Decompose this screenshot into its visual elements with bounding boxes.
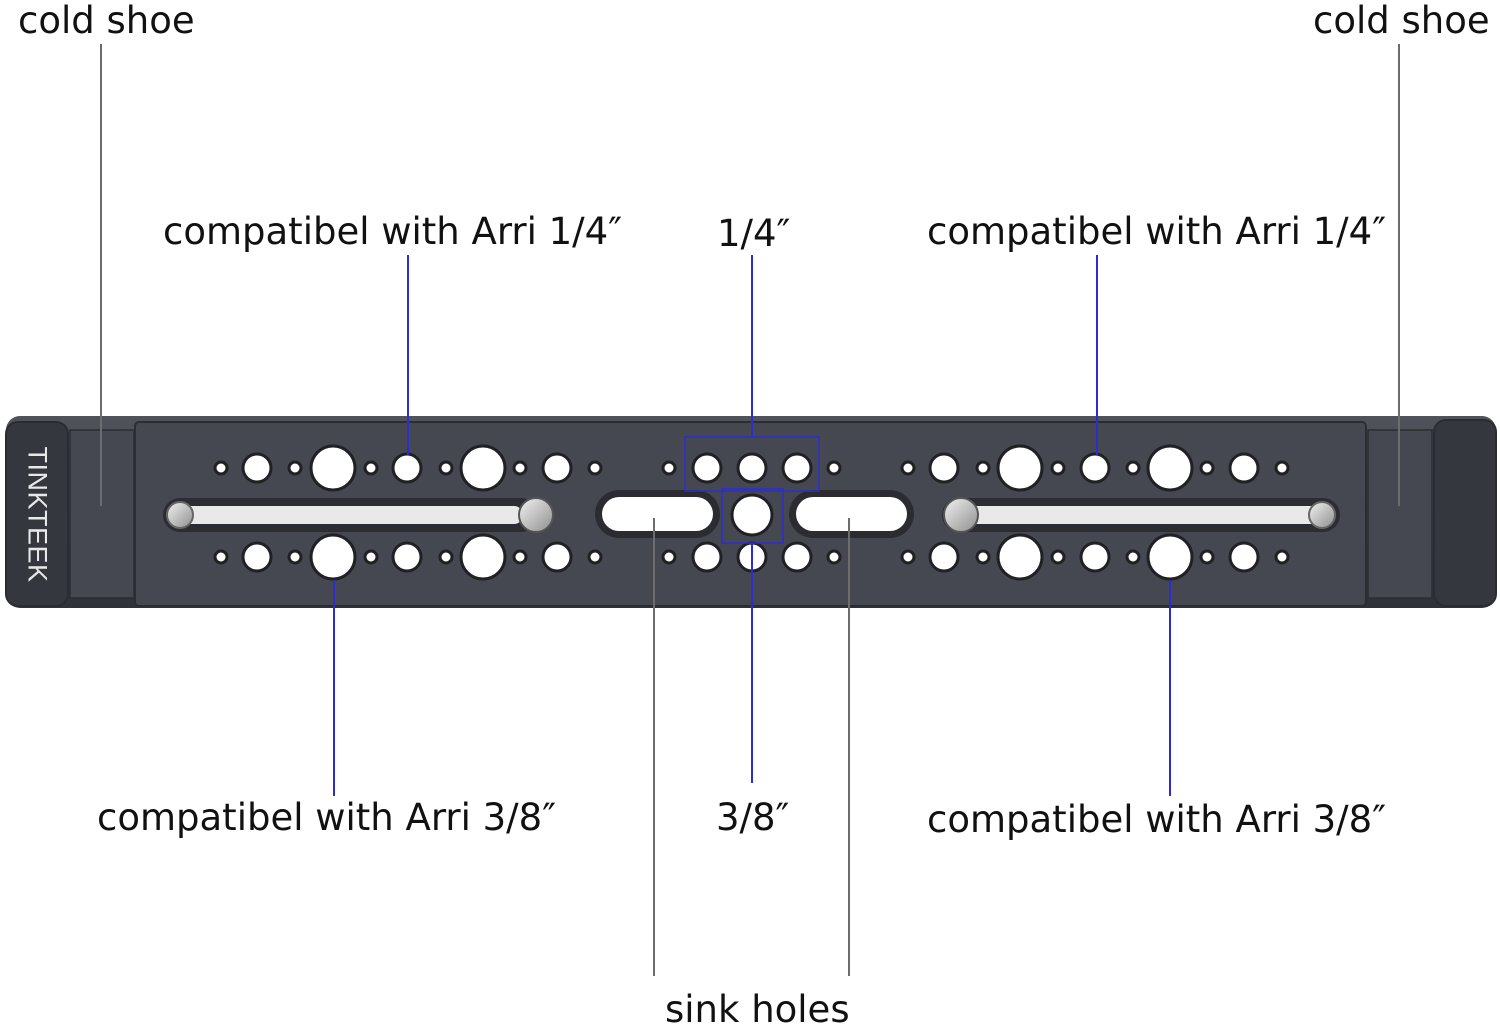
label-sink-holes: sink holes — [665, 988, 850, 1031]
mounting-hole — [928, 541, 960, 573]
mounting-hole — [1146, 533, 1194, 581]
mounting-hole — [1050, 460, 1066, 476]
leader-arri-quarter-right — [1096, 255, 1098, 455]
brand-logo: TINKTEEK — [21, 436, 53, 592]
cold-shoe-left-rail — [69, 429, 135, 599]
mounting-hole — [459, 533, 507, 581]
mounting-hole — [541, 541, 573, 573]
mounting-hole — [241, 452, 273, 484]
mounting-hole — [781, 541, 813, 573]
label-cold-shoe-right: cold shoe — [1313, 0, 1490, 42]
mounting-hole — [587, 460, 603, 476]
mounting-hole — [1079, 541, 1111, 573]
mounting-hole — [1199, 460, 1215, 476]
mounting-hole — [1125, 460, 1141, 476]
mounting-hole — [996, 533, 1044, 581]
mounting-hole — [363, 549, 379, 565]
cold-shoe-right-rail — [1367, 429, 1433, 599]
mounting-hole — [691, 541, 723, 573]
mounting-holes — [213, 444, 1290, 581]
leader-cold-shoe-left — [100, 44, 102, 506]
mounting-hole — [928, 452, 960, 484]
mounting-hole — [691, 452, 723, 484]
mounting-hole — [1079, 452, 1111, 484]
mounting-hole — [587, 549, 603, 565]
mounting-hole — [661, 549, 677, 565]
mounting-hole — [1274, 460, 1290, 476]
label-cold-shoe-left: cold shoe — [18, 0, 195, 42]
mounting-hole — [391, 541, 423, 573]
mounting-hole — [1228, 541, 1260, 573]
mounting-hole — [1146, 444, 1194, 492]
mounting-hole — [309, 533, 357, 581]
mounting-hole — [287, 549, 303, 565]
mounting-hole — [213, 549, 229, 565]
mounting-hole — [391, 452, 423, 484]
mounting-hole — [309, 444, 357, 492]
right-end-cap — [1433, 419, 1497, 607]
leader-sink-hole-right — [848, 518, 850, 976]
leader-arri-three-eighths-right — [1169, 580, 1171, 796]
mounting-hole — [1125, 549, 1141, 565]
mounting-hole — [975, 549, 991, 565]
mounting-hole — [996, 444, 1044, 492]
mounting-hole — [900, 460, 916, 476]
quarter-highlight-box — [684, 436, 820, 492]
leader-quarter-center — [751, 255, 753, 437]
leader-arri-quarter-left — [407, 255, 409, 455]
mounting-hole — [900, 549, 916, 565]
mounting-hole — [363, 460, 379, 476]
mounting-hole — [730, 493, 774, 537]
mounting-hole — [541, 452, 573, 484]
label-arri-three-eighths-left: compatibel with Arri 3/8″ — [97, 796, 557, 839]
brand-text: TINKTEEK — [22, 445, 53, 583]
label-arri-three-eighths-right: compatibel with Arri 3/8″ — [927, 798, 1387, 841]
right-rod-slot — [942, 497, 1340, 533]
mounting-hole — [1050, 549, 1066, 565]
sink-hole-slot-left-inner — [602, 497, 713, 531]
mounting-hole — [1199, 549, 1215, 565]
mounting-hole — [781, 452, 813, 484]
label-arri-quarter-right: compatibel with Arri 1/4″ — [927, 210, 1387, 253]
mounting-hole — [438, 460, 454, 476]
mounting-hole — [826, 549, 842, 565]
mounting-hole — [512, 460, 528, 476]
mounting-hole — [975, 460, 991, 476]
sink-hole-slot-right-inner — [796, 497, 907, 531]
mounting-hole — [241, 541, 273, 573]
leader-cold-shoe-right — [1398, 44, 1400, 506]
label-three-eighths-center: 3/8″ — [716, 796, 790, 839]
leader-sink-hole-left — [653, 518, 655, 976]
mounting-hole — [1228, 452, 1260, 484]
mounting-hole — [459, 444, 507, 492]
mounting-hole — [826, 460, 842, 476]
mounting-hole — [661, 460, 677, 476]
leader-arri-three-eighths-left — [333, 580, 335, 796]
mounting-hole — [287, 460, 303, 476]
left-end-cap — [5, 421, 69, 607]
mounting-hole — [213, 460, 229, 476]
label-quarter-center: 1/4″ — [717, 212, 791, 255]
mounting-hole — [736, 452, 768, 484]
mounting-hole — [1274, 549, 1290, 565]
leader-three-eighths-center — [751, 543, 753, 783]
three-eighths-highlight-box — [721, 488, 784, 544]
mounting-hole — [512, 549, 528, 565]
mounting-hole — [438, 549, 454, 565]
left-rod-slot — [163, 497, 554, 533]
label-arri-quarter-left: compatibel with Arri 1/4″ — [163, 210, 623, 253]
